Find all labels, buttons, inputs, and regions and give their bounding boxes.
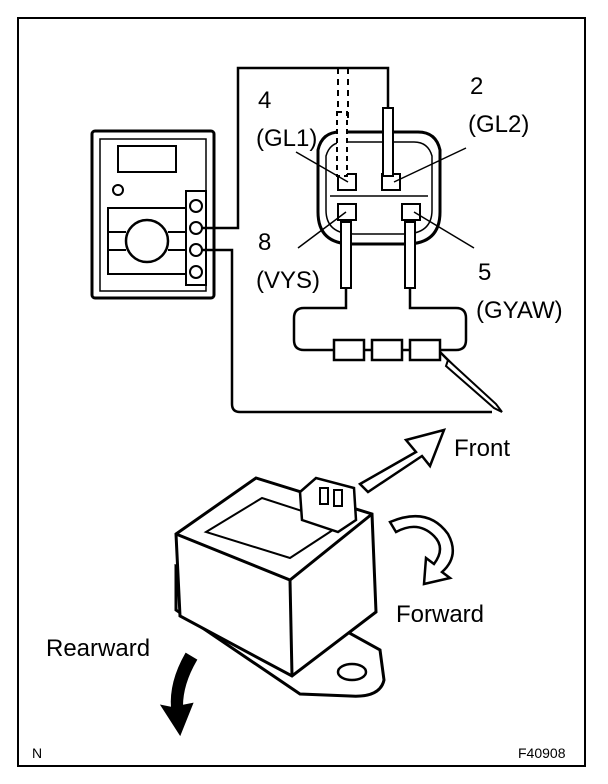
test-leads [202,66,492,414]
terminal-8 [337,203,357,221]
front-arrow [357,428,447,494]
figure-id: F40908 [518,745,566,761]
pin-2-name: (GL2) [468,111,529,138]
mounting-hole [336,662,368,682]
pin-5-number: 5 [478,259,491,286]
leader-lines [295,147,475,249]
rearward-arrow [159,652,198,737]
corner-code: N [32,745,42,761]
negative-lead [202,248,492,414]
resistor-2 [370,338,404,362]
probe-tip [444,358,503,413]
yaw-rate-sensor [174,476,386,698]
positive-lead [202,66,390,230]
rearward-label: Rearward [46,635,150,662]
pin-8-name: (VYS) [256,267,320,294]
resistor-3 [408,338,442,362]
multimeter-dial [124,218,170,264]
multimeter-jack-4 [189,265,203,279]
pin-4-name: (GL1) [256,125,317,152]
forward-arrow [388,514,455,586]
multimeter-display [117,145,177,173]
multimeter-jack-1 [189,199,203,213]
pin-8-number: 8 [258,229,271,256]
jumper-wire [292,288,503,413]
front-label: Front [454,435,510,462]
connector [316,107,442,289]
multimeter [90,129,216,300]
pin-2-number: 2 [470,73,483,100]
resistor-1 [332,338,366,362]
pin-4-number: 4 [258,87,271,114]
terminal-5 [401,203,421,221]
forward-label: Forward [396,601,484,628]
pin-5-name: (GYAW) [476,297,563,324]
alternate-lead [337,68,349,120]
